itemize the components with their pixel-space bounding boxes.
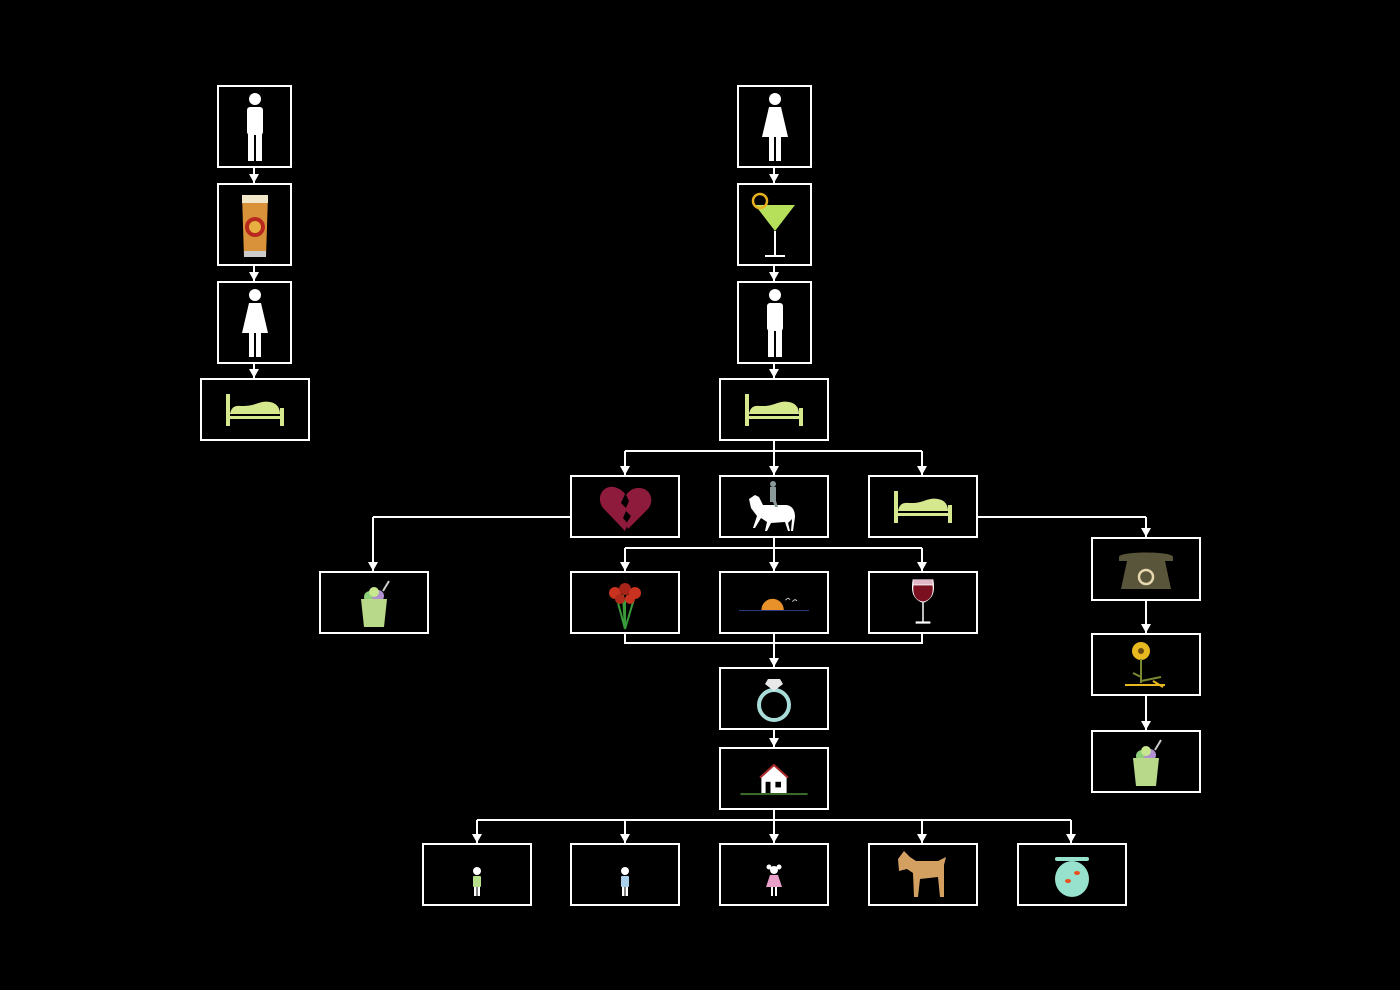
child-boy-green-icon (442, 847, 512, 903)
arrowhead (1141, 721, 1151, 730)
node-l-beer (217, 183, 292, 266)
beer-icon (225, 187, 285, 263)
bed-icon (888, 479, 958, 535)
node-sunset (719, 571, 829, 634)
node-l-woman (217, 281, 292, 364)
arrowhead (620, 562, 630, 571)
bed-icon (739, 382, 809, 438)
horse-rider-icon (739, 479, 809, 535)
node-l-bed (200, 378, 310, 441)
arrowhead (1141, 528, 1151, 537)
node-c-man (737, 281, 812, 364)
man-icon (745, 285, 805, 361)
wilted-flower-icon (1111, 637, 1181, 693)
node-heart (570, 475, 680, 538)
arrowhead (368, 562, 378, 571)
ice-cream-icon (339, 575, 409, 631)
telephone-icon (1111, 541, 1181, 597)
ring-icon (739, 671, 809, 727)
arrowhead (917, 562, 927, 571)
node-phone (1091, 537, 1201, 601)
woman-icon (225, 285, 285, 361)
node-roses (570, 571, 680, 634)
node-ring (719, 667, 829, 730)
arrowhead (769, 369, 779, 378)
wine-glass-icon (888, 575, 958, 631)
dog-icon (888, 847, 958, 903)
bed-icon (220, 382, 290, 438)
node-horse (719, 475, 829, 538)
node-c-martini (737, 183, 812, 266)
arrowhead (769, 174, 779, 183)
node-c-woman (737, 85, 812, 168)
arrowhead (249, 272, 259, 281)
arrowhead (1141, 624, 1151, 633)
node-icecream1 (319, 571, 429, 634)
arrowhead (249, 174, 259, 183)
node-c-bed (719, 378, 829, 441)
node-girl (719, 843, 829, 906)
man-icon (225, 89, 285, 165)
house-icon (739, 751, 809, 807)
child-girl-icon (739, 847, 809, 903)
arrowhead (769, 466, 779, 475)
arrowhead (769, 834, 779, 843)
arrowhead (620, 466, 630, 475)
child-boy-blue-icon (590, 847, 660, 903)
arrowhead (769, 272, 779, 281)
martini-icon (745, 187, 805, 263)
broken-heart-icon (590, 479, 660, 535)
node-icecream2 (1091, 730, 1201, 793)
arrowhead (249, 369, 259, 378)
arrowhead (1066, 834, 1076, 843)
node-dog (868, 843, 978, 906)
roses-icon (590, 575, 660, 631)
arrowhead (620, 834, 630, 843)
node-flower (1091, 633, 1201, 696)
sunset-icon (739, 575, 809, 631)
ice-cream-icon (1111, 734, 1181, 790)
node-bed2 (868, 475, 978, 538)
arrowhead (917, 834, 927, 843)
arrowhead (472, 834, 482, 843)
arrowhead (769, 658, 779, 667)
node-boy1 (422, 843, 532, 906)
woman-icon (745, 89, 805, 165)
arrowhead (769, 562, 779, 571)
node-wine (868, 571, 978, 634)
node-house (719, 747, 829, 810)
node-l-man (217, 85, 292, 168)
node-fishbowl (1017, 843, 1127, 906)
arrowhead (769, 738, 779, 747)
fishbowl-icon (1037, 847, 1107, 903)
node-boy2 (570, 843, 680, 906)
arrowhead (917, 466, 927, 475)
